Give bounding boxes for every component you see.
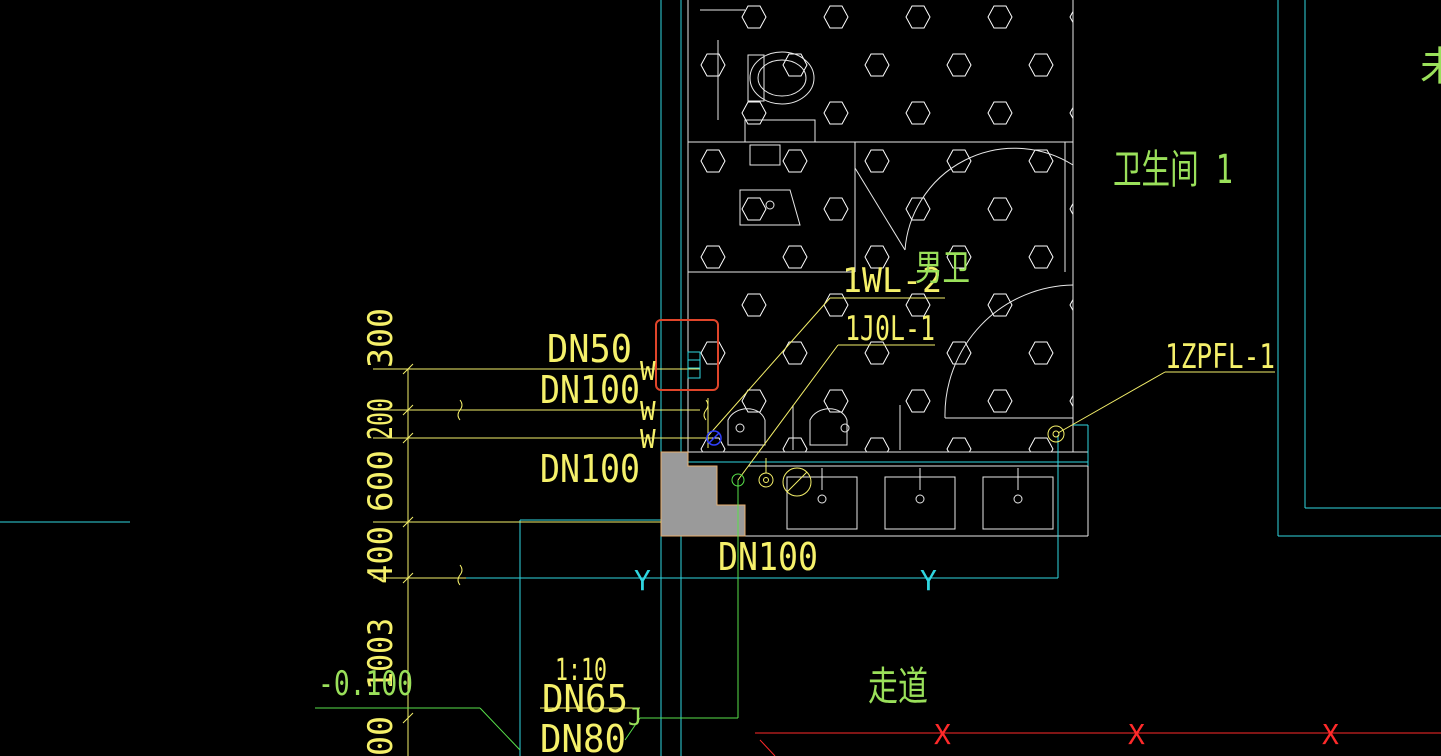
- room-label-toilet[interactable]: 卫生间 1: [1113, 147, 1233, 193]
- line-type-x3: X: [1322, 718, 1339, 751]
- pipe-label-dn100-top[interactable]: DN100: [540, 368, 640, 412]
- wall-column: [660, 451, 746, 537]
- drainage-pipes: [373, 297, 1275, 756]
- dimension-ticks: [402, 363, 414, 724]
- line-type-w1: W: [640, 357, 656, 387]
- corner-char: 未: [1420, 44, 1441, 90]
- line-type-y2: Y: [920, 564, 937, 597]
- pipe-label-dn65[interactable]: DN65: [542, 677, 628, 721]
- dim-300: 300: [361, 308, 401, 368]
- pipe-label-dn100-low[interactable]: DN100: [540, 447, 640, 491]
- toilet-fixture: [700, 9, 816, 143]
- fire-pipe-line: [755, 732, 1441, 756]
- ratio-label: 1:10: [555, 653, 607, 688]
- elevation-label[interactable]: -0.100: [318, 664, 413, 704]
- riser-label-1wl[interactable]: 1WL-2: [842, 261, 942, 301]
- dim-600: 600: [361, 450, 401, 512]
- squat-toilet-fixture: [739, 144, 801, 226]
- line-type-y1: Y: [634, 564, 651, 597]
- dim-00: 00: [361, 716, 401, 756]
- dim-400: 400: [361, 526, 401, 584]
- urinal-fixtures: [727, 405, 901, 450]
- dim-1003: 1003: [361, 618, 401, 690]
- pipe-node-blue: [706, 430, 722, 446]
- pipe-label-dn80[interactable]: DN80: [540, 717, 626, 756]
- wash-basins: [786, 468, 1054, 530]
- dim-200: 200: [361, 398, 401, 440]
- riser-label-1zpfl[interactable]: 1ZPFL-1: [1165, 337, 1275, 377]
- room-label-male[interactable]: 男卫: [915, 248, 970, 289]
- line-type-x2: X: [1128, 718, 1145, 751]
- door-swings: [854, 147, 1074, 419]
- selection-highlight[interactable]: [655, 319, 719, 391]
- tiled-floor-area: [688, 0, 1073, 452]
- room-label-corridor[interactable]: 走道: [868, 664, 928, 710]
- line-type-w3: W: [640, 425, 656, 455]
- line-type-x1: X: [934, 718, 951, 751]
- pipe-label-dn50[interactable]: DN50: [547, 327, 632, 371]
- small-riser-box: [687, 351, 701, 379]
- line-type-j: J: [628, 703, 642, 731]
- pipe-label-dn100-mid[interactable]: DN100: [718, 535, 818, 579]
- water-supply-pipes: [315, 473, 745, 751]
- riser-label-1jol[interactable]: 1J0L-1: [845, 309, 935, 349]
- line-type-w2: W: [640, 397, 656, 427]
